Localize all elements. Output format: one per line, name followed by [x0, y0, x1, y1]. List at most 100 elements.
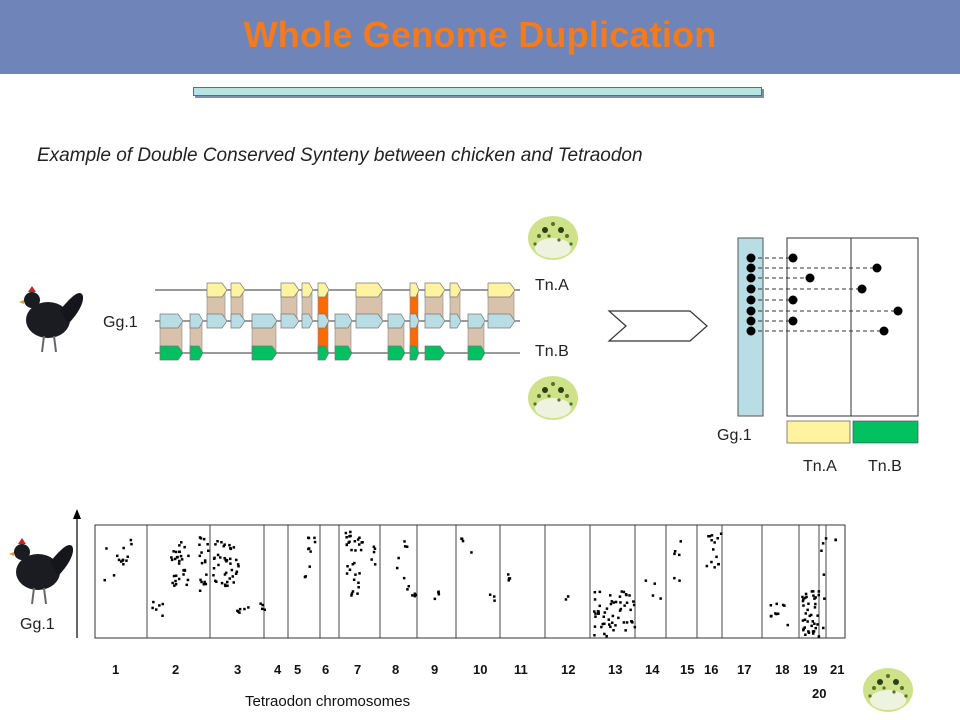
synteny-dot — [185, 583, 188, 587]
synteny-dot — [183, 568, 186, 572]
synteny-dot — [813, 622, 816, 625]
synteny-dot — [230, 568, 234, 572]
synteny-dot — [180, 541, 183, 544]
synteny-dot — [716, 537, 719, 540]
synteny-dot — [820, 549, 823, 552]
synteny-dot — [618, 595, 622, 598]
transform-arrow — [607, 310, 708, 342]
synteny-dot — [177, 577, 181, 581]
synteny-dot — [247, 606, 250, 609]
synteny-dot — [593, 634, 596, 637]
chromosome-label: 15 — [680, 662, 695, 677]
synteny-dot — [125, 559, 128, 562]
synteny-dot — [212, 574, 215, 577]
synteny-dot — [801, 595, 804, 599]
synteny-dot — [348, 568, 352, 571]
synteny-dot — [659, 597, 662, 600]
slide-title: Whole Genome Duplication — [243, 14, 717, 55]
synteny-dot — [229, 557, 232, 561]
synteny-dot — [359, 548, 363, 552]
synteny-dot — [226, 580, 229, 584]
chromosome-label: 17 — [737, 662, 752, 677]
synteny-dot — [217, 563, 220, 567]
synteny-dot — [178, 544, 181, 547]
synteny-dot — [612, 629, 615, 632]
synteny-dot — [776, 612, 780, 615]
synteny-dot — [351, 590, 355, 593]
chicken-image-top — [19, 286, 84, 353]
synteny-dot — [678, 579, 681, 582]
synteny-dot — [411, 594, 414, 597]
synteny-dot — [801, 599, 805, 603]
chromosome-label: 16 — [704, 662, 719, 677]
synteny-dot — [834, 538, 837, 541]
synteny-dot — [609, 594, 612, 597]
synteny-dot — [813, 597, 816, 600]
synteny-dot — [808, 614, 811, 618]
synteny-dot — [224, 558, 227, 562]
synteny-dot — [130, 542, 133, 546]
synteny-dot — [152, 600, 155, 604]
synteny-dot — [611, 621, 614, 624]
synteny-dot — [507, 577, 511, 580]
synteny-dot — [629, 608, 632, 612]
synteny-dot — [204, 582, 208, 586]
synteny-dot — [232, 581, 235, 584]
synteny-dot — [198, 589, 202, 592]
synteny-dot — [705, 564, 709, 568]
synteny-dot — [803, 596, 807, 600]
synteny-dot — [617, 616, 620, 620]
tn-b-label: Tn.B — [535, 343, 569, 360]
chromosome-label: 4 — [274, 662, 282, 677]
synteny-dot — [202, 537, 206, 541]
synteny-dot — [216, 540, 219, 543]
synteny-dot — [199, 578, 202, 582]
synteny-dot — [117, 558, 121, 562]
header-bar — [0, 0, 960, 74]
synteny-dot — [603, 632, 606, 636]
chromosome-20-label: 20 — [812, 686, 827, 701]
synteny-dot — [821, 542, 825, 545]
synteny-dot — [234, 572, 238, 575]
synteny-dot — [238, 611, 241, 614]
synteny-dot — [802, 627, 805, 631]
synteny-dot — [786, 623, 789, 627]
synteny-dot — [601, 622, 604, 626]
chromosome-label: 7 — [354, 662, 362, 677]
synteny-dot — [361, 541, 364, 544]
summary-tn-b-label: Tn.B — [868, 458, 902, 475]
synteny-dot — [812, 594, 815, 597]
synteny-dot — [806, 608, 809, 612]
synteny-dot — [356, 538, 360, 541]
synteny-dot — [235, 570, 239, 573]
synteny-dot — [112, 574, 116, 577]
genome-y-label: Gg.1 — [20, 616, 55, 633]
gg-label: Gg.1 — [103, 314, 138, 331]
synteny-dot — [178, 550, 181, 554]
synteny-dot — [814, 626, 817, 630]
synteny-dot — [812, 632, 815, 635]
synteny-dot — [226, 584, 229, 587]
chromosome-label: 2 — [172, 662, 180, 677]
synteny-dot — [200, 551, 203, 554]
synteny-dot — [802, 604, 805, 607]
synteny-dot — [802, 628, 805, 632]
synteny-dot — [603, 611, 607, 614]
synteny-dot — [603, 622, 606, 625]
synteny-dot — [715, 555, 718, 559]
synteny-dot — [566, 595, 570, 598]
chromosome-label: 8 — [392, 662, 400, 677]
synteny-dot — [373, 547, 377, 550]
synteny-dot — [358, 536, 361, 539]
synteny-dot — [222, 544, 225, 548]
synteny-dot — [171, 581, 174, 585]
synteny-dot — [593, 591, 597, 594]
chromosome-label: 6 — [322, 662, 330, 677]
synteny-dot — [719, 532, 723, 535]
synteny-dot — [402, 576, 406, 580]
synteny-dot — [161, 602, 164, 606]
synteny-dot — [173, 584, 176, 587]
tn-a-label: Tn.A — [535, 277, 569, 294]
synteny-dot — [397, 556, 400, 560]
chromosome-label: 1 — [112, 662, 120, 677]
